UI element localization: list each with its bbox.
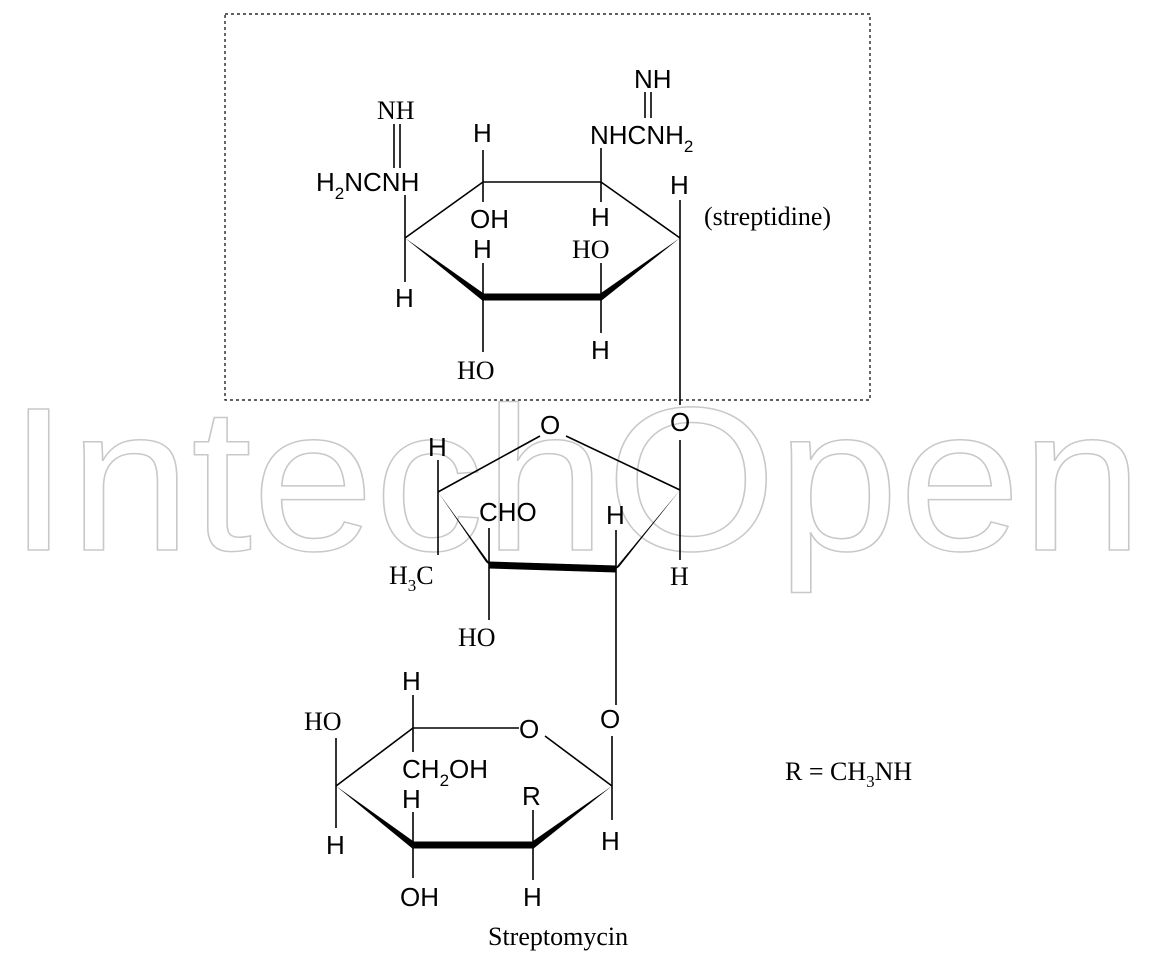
ring1-nhcnh2-label: NHCNH2 [590,120,693,156]
watermark-text: IntechOpen [8,365,1143,594]
ring3-oxygen-label: O [519,714,539,744]
ring3-wedge-left [336,786,413,849]
streptidine-ring: NH H2NCNH H OH NH NHCNH2 H H (streptidin… [316,64,831,405]
ring3-h-c2-label: H [523,882,542,912]
streptose-ring: O O H CHO H3C H H HO [389,407,690,705]
streptidine-label: (streptidine) [704,202,831,231]
r-group-definition: R = CH3NH [785,757,912,791]
ring2-wedge-right [613,490,680,571]
ring1-h-c3-label: H [591,202,610,232]
ring3-wedge-right [533,786,612,849]
ring2-bond-o-c4 [437,435,541,493]
ring3-ho-label: HO [304,707,342,736]
ring1-wedge-right [601,238,680,301]
diagram-caption: Streptomycin [488,922,628,951]
ring1-ho-bottom-label: HO [457,356,495,385]
ring2-cho-label: CHO [479,497,537,527]
ring1-wedge-left [405,238,483,301]
ring3-h-c1-label: H [601,826,620,856]
ring1-oh-c2-label: OH [470,204,509,234]
ring2-bond-front [488,561,617,573]
ring1-h-c6-label: H [473,234,492,264]
ring1-ho-c5-label: HO [572,235,610,264]
ring1-h2ncnh-label: H2NCNH [316,167,419,203]
ring3-h-c3-label: H [402,784,421,814]
ring1-nh-left-label: NH [377,96,415,125]
ring2-h-c4-label: H [428,432,447,462]
ring2-h-c1-label: H [670,562,689,591]
streptidine-dashed-box [224,13,871,401]
ring1-h-c5-label: H [591,335,610,365]
ring3-r-label: R [522,781,541,811]
ring2-bond-o-c1 [565,435,681,491]
glucosamine-ring: O O H HO CH2OH H R H H OH H [304,666,620,912]
ring3-h-c4-label: H [326,830,345,860]
ring2-wedge-left [438,492,493,568]
ring3-bond-c4-c5 [335,727,414,787]
ring3-h-c5-label: H [402,666,421,696]
glycosidic-oxygen-2: O [600,704,620,734]
ring3-bond-o-c1 [544,735,613,787]
ring2-h-c2-label: H [606,500,625,530]
ring1-h-c1-label: H [395,283,414,313]
ring2-oxygen-label: O [540,410,560,440]
ring3-ch2oh-label: CH2OH [402,754,488,790]
ring2-h3c-label: H3C [389,561,434,595]
ring3-oh-label: OH [400,882,439,912]
ring1-bond-back-left [404,181,484,239]
ring1-h-c2-label: H [473,118,492,148]
ring1-bond-back-right [600,181,681,239]
glycosidic-oxygen-1: O [670,407,690,437]
ring2-ho-label: HO [458,623,496,652]
ring1-nh-right-label: NH [634,64,672,94]
ring1-h-c4-label: H [670,170,689,200]
